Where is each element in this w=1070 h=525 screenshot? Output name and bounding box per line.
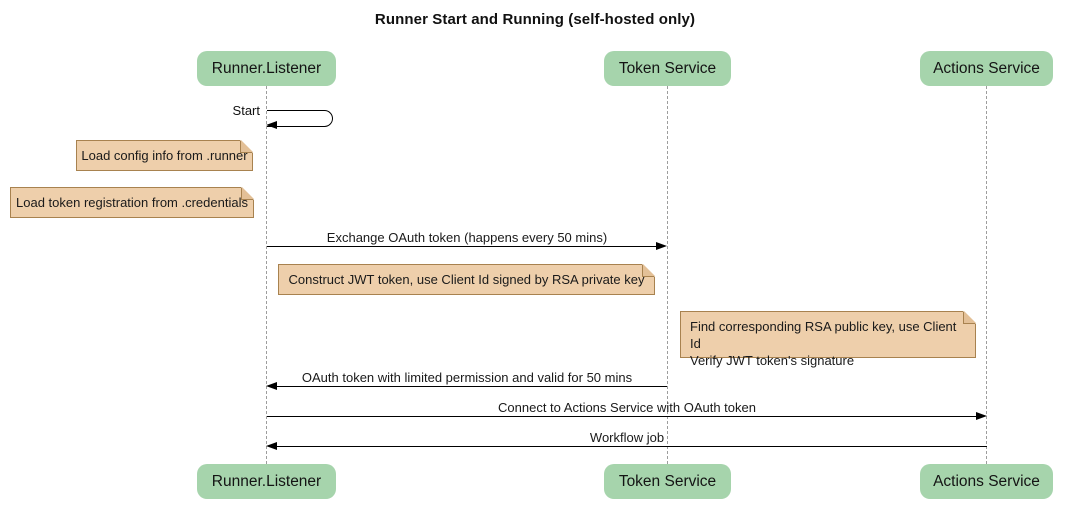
arrowhead-left-icon [266, 121, 277, 129]
arrowhead-right-icon [976, 412, 987, 420]
actor-token-service-bottom: Token Service [604, 464, 731, 499]
message-connect-actions-line [267, 416, 977, 418]
message-workflow-job-label: Workflow job [589, 430, 665, 445]
message-exchange-token-label: Exchange OAuth token (happens every 50 m… [326, 230, 608, 245]
arrowhead-left-icon [266, 442, 277, 450]
message-exchange-token-line [267, 246, 657, 248]
diagram-title: Runner Start and Running (self-hosted on… [374, 11, 696, 28]
note-load-token-registration: Load token registration from .credential… [10, 187, 254, 218]
self-message-start-label: Start [232, 103, 260, 118]
note-find-rsa: Find corresponding RSA public key, use C… [680, 311, 976, 368]
note-load-config: Load config info from .runner [76, 140, 253, 171]
arrowhead-right-icon [656, 242, 667, 250]
lifeline-actions-service [986, 86, 987, 464]
actor-runner-listener-top: Runner.Listener [197, 51, 336, 86]
note-construct-jwt: Construct JWT token, use Client Id signe… [278, 264, 655, 295]
note-find-rsa-line2: Verify JWT token's signature [690, 353, 855, 368]
actor-actions-service-top: Actions Service [920, 51, 1053, 86]
message-oauth-return-label: OAuth token with limited permission and … [301, 370, 633, 385]
self-message-loop [267, 110, 333, 127]
message-connect-actions-label: Connect to Actions Service with OAuth to… [498, 400, 756, 415]
actor-actions-service-bottom: Actions Service [920, 464, 1053, 499]
note-find-rsa-line1: Find corresponding RSA public key, use C… [690, 319, 957, 351]
actor-token-service-top: Token Service [604, 51, 731, 86]
message-workflow-job-line [277, 446, 987, 448]
actor-runner-listener-bottom: Runner.Listener [197, 464, 336, 499]
message-oauth-return-line [277, 386, 667, 388]
arrowhead-left-icon [266, 382, 277, 390]
lifeline-runner-listener [266, 86, 267, 464]
lifeline-token-service [667, 86, 668, 464]
